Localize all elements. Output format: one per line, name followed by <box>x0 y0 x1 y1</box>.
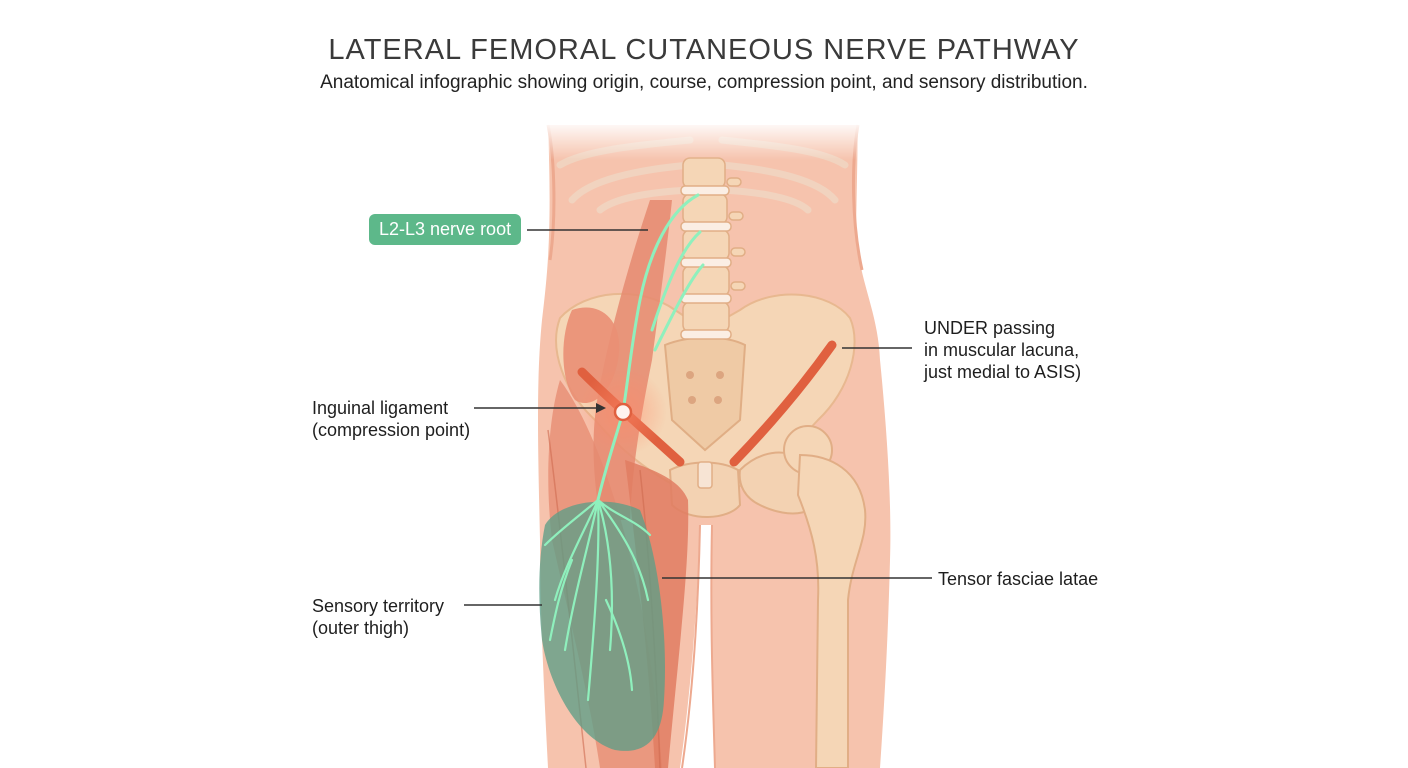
femur <box>783 425 867 768</box>
page-subtitle: Anatomical infographic showing origin, c… <box>320 72 1088 93</box>
tensor-fasciae-latae-label: Tensor fasciae latae <box>938 568 1098 590</box>
inguinal-line-2: (compression point) <box>312 420 471 440</box>
tensor-line: Tensor fasciae latae <box>938 569 1099 589</box>
under-passing-line-1: UNDER passing <box>924 318 1056 338</box>
lfcn-nerve <box>543 193 705 702</box>
inguinal-ligament-label: Inguinal ligament (compression point) <box>312 397 470 441</box>
compression-point-marker <box>613 402 633 422</box>
page-title: LATERAL FEMORAL CUTANEOUS NERVE PATHWAY <box>328 34 1080 66</box>
leader-inguinal-arrow <box>596 403 606 413</box>
sensory-line-1: Sensory territory <box>312 596 445 616</box>
top-fade <box>540 120 870 160</box>
sensory-line-2: (outer thigh) <box>312 618 410 638</box>
nerve-root-label: L2-L3 nerve root <box>369 214 522 245</box>
spine <box>680 157 746 340</box>
under-passing-label: UNDER passing in muscular lacuna, just m… <box>924 317 1081 383</box>
under-passing-line-2: in muscular lacuna, <box>924 340 1080 360</box>
sensory-territory-label: Sensory territory (outer thigh) <box>312 595 444 639</box>
under-passing-line-3: just medial to ASIS) <box>924 362 1082 382</box>
leader-lines <box>464 229 932 606</box>
inguinal-line-1: Inguinal ligament <box>312 398 449 418</box>
